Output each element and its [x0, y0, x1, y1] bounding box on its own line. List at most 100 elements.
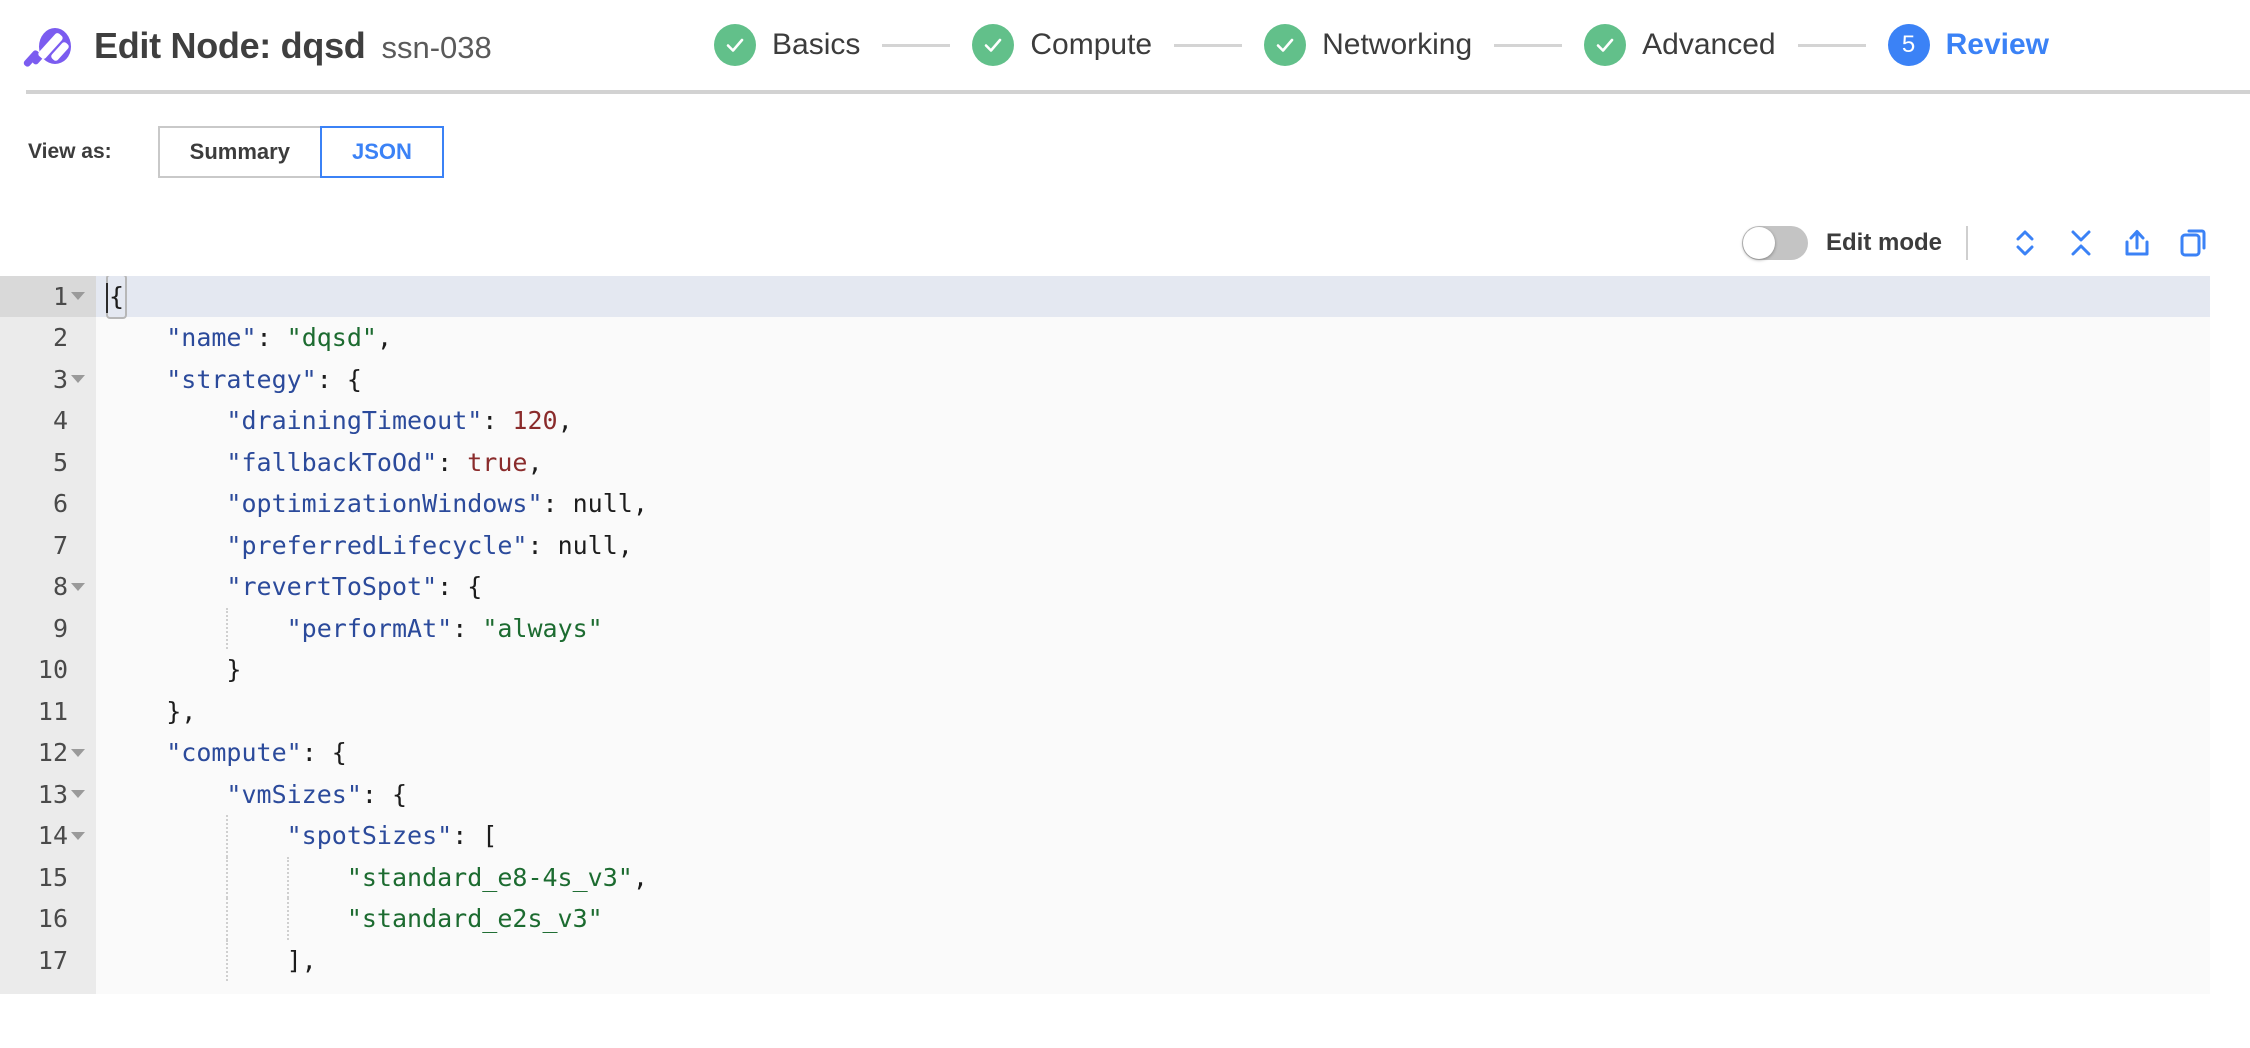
- code-line[interactable]: "standard_e8-4s_v3",: [96, 856, 2210, 898]
- fold-arrow-icon[interactable]: [68, 292, 88, 301]
- code-line[interactable]: }: [96, 649, 2210, 691]
- step-review[interactable]: 5 Review: [1887, 24, 2049, 66]
- fold-arrow-icon[interactable]: [68, 748, 88, 757]
- token-punct: : {: [361, 779, 408, 809]
- collapse-all-icon[interactable]: [2058, 223, 2104, 263]
- fold-arrow-icon[interactable]: [68, 790, 88, 799]
- step-connector-1: [882, 43, 951, 47]
- line-number: 13: [37, 779, 68, 809]
- fold-arrow-icon[interactable]: [68, 582, 88, 591]
- token-punct: ,: [617, 530, 633, 560]
- token-punct: :: [256, 323, 287, 352]
- gutter-line: 14: [0, 815, 96, 857]
- indent-guide: [286, 856, 289, 898]
- view-as-json-button[interactable]: JSON: [319, 126, 444, 178]
- code-line[interactable]: ],: [96, 939, 2210, 981]
- indent-guide: [226, 815, 229, 857]
- token-key: "preferredLifecycle": [226, 530, 528, 560]
- line-number: 16: [37, 904, 68, 933]
- code-line[interactable]: "drainingTimeout": 120,: [96, 400, 2210, 442]
- page-title: Edit Node: dqsd ssn-038: [94, 25, 492, 67]
- step-basics-check-icon: [714, 24, 756, 66]
- token-null: null: [572, 489, 633, 518]
- code-line[interactable]: "standard_e2s_v3": [96, 898, 2210, 940]
- gutter-line: 13: [0, 774, 96, 816]
- token-punct: ,: [632, 489, 648, 518]
- code-line[interactable]: "compute": {: [96, 732, 2210, 774]
- code-line[interactable]: "spotSizes": [: [96, 815, 2210, 857]
- edit-mode-toggle[interactable]: [1741, 225, 1808, 260]
- token-key: "name": [166, 323, 257, 352]
- line-number: 7: [52, 530, 68, 560]
- code-line[interactable]: "name": "dqsd",: [96, 317, 2210, 359]
- step-connector-4: [1797, 43, 1866, 47]
- token-key: "performAt": [286, 613, 453, 643]
- code-line[interactable]: "strategy": {: [96, 359, 2210, 401]
- line-number: 8: [52, 572, 68, 601]
- gutter-line: 6: [0, 483, 96, 525]
- line-number: 1: [52, 281, 68, 311]
- gutter-line: 16: [0, 898, 96, 940]
- code-indent: [106, 525, 226, 567]
- code-line[interactable]: "fallbackToOd": true,: [96, 442, 2210, 484]
- line-number: 17: [37, 945, 68, 975]
- indent-guide: [226, 898, 229, 940]
- view-as-row: View as: Summary JSON: [0, 126, 2250, 178]
- export-icon[interactable]: [2114, 223, 2160, 263]
- page-title-main: Edit Node: dqsd: [94, 25, 366, 66]
- indent-guide: [226, 939, 229, 981]
- token-str: "standard_e8-4s_v3": [346, 862, 633, 892]
- step-connector-2: [1174, 43, 1243, 47]
- step-networking[interactable]: Networking: [1264, 24, 1472, 66]
- step-review-label: Review: [1945, 28, 2049, 61]
- gutter-line: 2: [0, 317, 96, 359]
- fold-arrow-icon[interactable]: [68, 375, 88, 384]
- code-line[interactable]: },: [96, 691, 2210, 733]
- code-line[interactable]: "optimizationWindows": null,: [96, 483, 2210, 525]
- step-review-number-badge: 5: [1887, 24, 1930, 66]
- step-advanced[interactable]: Advanced: [1584, 24, 1776, 66]
- copy-icon[interactable]: [2170, 223, 2216, 263]
- fold-arrow-icon[interactable]: [68, 831, 88, 840]
- token-punct: ,: [527, 447, 543, 477]
- token-punct: : {: [316, 364, 362, 394]
- token-punct: :: [527, 530, 558, 560]
- gutter-line: 4: [0, 400, 96, 442]
- toolbar-divider: [1966, 225, 1968, 260]
- token-key: "fallbackToOd": [226, 447, 438, 477]
- token-punct: }: [226, 655, 242, 684]
- line-number: 2: [52, 323, 68, 352]
- token-num: 120: [512, 406, 558, 435]
- indent-guide: [226, 607, 229, 649]
- gutter-line: 5: [0, 442, 96, 484]
- code-line[interactable]: "performAt": "always": [96, 607, 2210, 650]
- code-indent: [106, 691, 166, 733]
- gutter-line: 12: [0, 732, 96, 774]
- code-line[interactable]: "revertToSpot": {: [96, 566, 2210, 608]
- gutter-line: 9: [0, 608, 96, 650]
- token-null: null: [557, 530, 618, 560]
- code-line[interactable]: "preferredLifecycle": null,: [96, 525, 2210, 567]
- step-networking-check-icon: [1264, 24, 1307, 66]
- token-punct: :: [482, 406, 513, 435]
- step-compute[interactable]: Compute: [972, 24, 1152, 66]
- page-title-subtitle: ssn-038: [381, 30, 492, 65]
- edit-mode-label: Edit mode: [1825, 228, 1942, 256]
- token-punct: :: [437, 447, 468, 477]
- code-indent: [106, 815, 287, 857]
- code-indent: [106, 608, 287, 650]
- code-line[interactable]: "vmSizes": {: [96, 774, 2210, 816]
- view-as-summary-button[interactable]: Summary: [157, 126, 320, 178]
- step-compute-check-icon: [972, 24, 1015, 66]
- code-line[interactable]: {: [96, 275, 2210, 319]
- line-number: 3: [52, 364, 68, 394]
- editor-code-area[interactable]: { "name": "dqsd", "strategy": { "drainin…: [96, 275, 2210, 994]
- line-number: 5: [52, 447, 68, 477]
- indent-guide: [226, 856, 229, 898]
- step-basics[interactable]: Basics: [714, 24, 860, 66]
- token-punct: : {: [301, 738, 347, 767]
- code-indent: [106, 649, 226, 691]
- expand-all-icon[interactable]: [2002, 223, 2048, 263]
